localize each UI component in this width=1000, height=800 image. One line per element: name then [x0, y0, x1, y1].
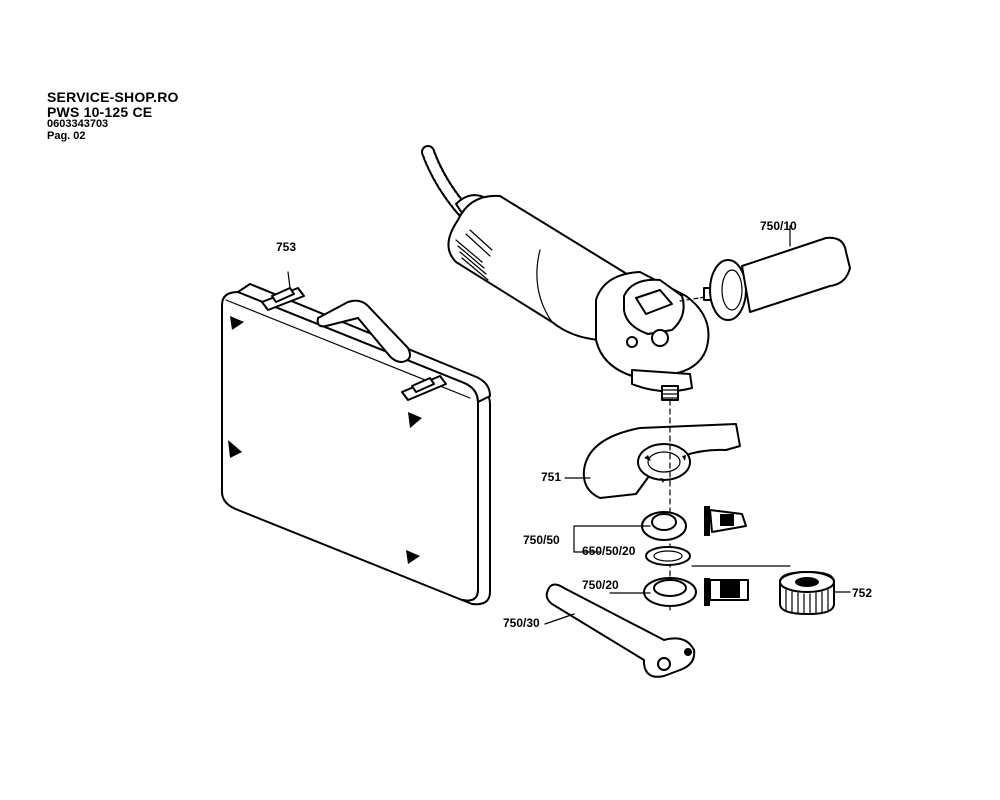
flange-section-detail — [691, 506, 791, 606]
carrying-case — [221, 271, 491, 606]
part-number: 0603343703 — [47, 118, 109, 131]
label-case: 753 — [276, 240, 297, 254]
label-auxiliary-handle: 750/10 — [760, 219, 797, 233]
label-wheel-guard: 751 — [541, 470, 562, 484]
page-number: Pag. 02 — [47, 129, 86, 142]
angle-grinder — [421, 145, 710, 401]
label-ring: 650/50/20 — [582, 544, 636, 558]
wheel-guard — [564, 423, 741, 499]
document-header: SERVICE-SHOP.RO PWS 10-125 CE 0603343703… — [47, 90, 179, 142]
clamping-nut — [779, 571, 851, 615]
label-flange: 750/20 — [582, 578, 619, 592]
shop-name: SERVICE-SHOP.RO — [47, 89, 179, 105]
label-spanner: 750/30 — [503, 616, 540, 630]
label-flange-set: 750/50 — [523, 533, 560, 547]
flange-assembly — [573, 511, 697, 607]
two-pin-spanner — [544, 583, 696, 678]
auxiliary-handle — [679, 225, 851, 321]
label-clamping-nut: 752 — [852, 586, 873, 600]
vent-slots — [455, 229, 493, 281]
model-name: PWS 10-125 CE — [47, 103, 153, 120]
